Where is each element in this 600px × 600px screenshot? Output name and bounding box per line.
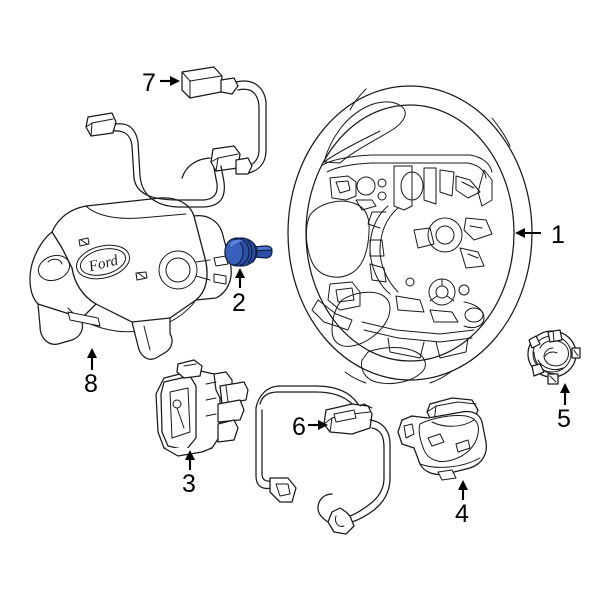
part-steering-wheel-bolt[interactable] bbox=[224, 237, 273, 267]
part-steering-wheel-switch-right[interactable] bbox=[397, 397, 488, 481]
callout-5-number: 5 bbox=[557, 405, 571, 433]
callout-8[interactable]: 8 bbox=[84, 348, 98, 398]
part-airbag-wire-harness[interactable] bbox=[85, 66, 267, 208]
callout-5[interactable]: 5 bbox=[557, 383, 571, 433]
ford-logo-text: Ford bbox=[86, 252, 120, 275]
callout-6-number: 6 bbox=[292, 413, 306, 441]
callout-1-number: 1 bbox=[551, 221, 565, 249]
callout-4-number: 4 bbox=[455, 500, 469, 528]
ford-oval-logo: Ford bbox=[76, 244, 130, 280]
callout-3[interactable]: 3 bbox=[182, 450, 196, 498]
callout-2-number: 2 bbox=[232, 289, 246, 317]
part-driver-airbag-module[interactable]: Ford bbox=[29, 197, 232, 360]
part-steering-wheel-switch-left[interactable] bbox=[155, 359, 249, 457]
callout-1[interactable]: 1 bbox=[515, 221, 565, 249]
callout-6[interactable]: 6 bbox=[292, 413, 328, 441]
callout-3-number: 3 bbox=[182, 470, 196, 498]
callout-8-number: 8 bbox=[84, 370, 98, 398]
callout-7-number: 7 bbox=[142, 69, 156, 97]
callout-4[interactable]: 4 bbox=[455, 480, 469, 528]
callout-2[interactable]: 2 bbox=[232, 268, 246, 317]
part-steering-wheel[interactable] bbox=[287, 85, 533, 385]
part-switch-wire-harness[interactable] bbox=[255, 385, 391, 535]
part-clockspring[interactable] bbox=[527, 329, 581, 385]
steering-wheel-hub-detail bbox=[311, 154, 493, 359]
callout-7[interactable]: 7 bbox=[142, 69, 180, 97]
